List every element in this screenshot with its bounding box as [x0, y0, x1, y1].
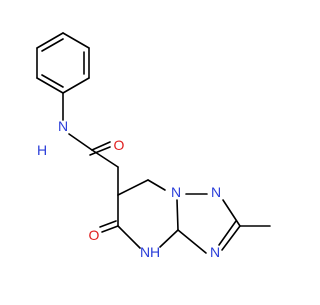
- bond: [159, 229, 179, 248]
- nitrogen-label: N: [210, 244, 220, 260]
- structure-diagram: N H O N N N N H O: [36, 32, 271, 260]
- bond: [68, 133, 93, 151]
- bond: [62, 32, 90, 49]
- phenyl-ring: [36, 32, 90, 94]
- hydrogen-label: H: [37, 142, 47, 158]
- nh-amide: N H: [37, 118, 68, 158]
- bond: [89, 146, 111, 156]
- bond: [222, 199, 241, 227]
- molecule-canvas: N H O N N N N H O: [36, 32, 271, 260]
- bond: [117, 225, 141, 249]
- bond: [62, 77, 90, 94]
- nitrogen-label: N: [140, 244, 150, 260]
- bond: [99, 220, 117, 228]
- hydrogen-label: H: [150, 244, 160, 260]
- bond: [221, 225, 241, 251]
- oxygen-label: O: [89, 227, 100, 243]
- bond: [147, 179, 166, 191]
- nh-ring: N H: [140, 244, 160, 260]
- bond: [91, 149, 119, 168]
- bond: [101, 225, 119, 233]
- nitrogen-label: N: [211, 184, 221, 200]
- bond: [36, 32, 64, 49]
- bond: [176, 199, 179, 231]
- bond: [36, 77, 64, 94]
- bond: [177, 229, 207, 254]
- bond: [117, 179, 149, 196]
- nitrogen-label: N: [58, 118, 68, 134]
- oxygen-label: O: [114, 137, 125, 153]
- bond: [91, 141, 111, 151]
- nitrogen-label: N: [171, 184, 181, 200]
- bond: [41, 38, 64, 52]
- bond: [41, 74, 64, 88]
- bond: [218, 220, 237, 246]
